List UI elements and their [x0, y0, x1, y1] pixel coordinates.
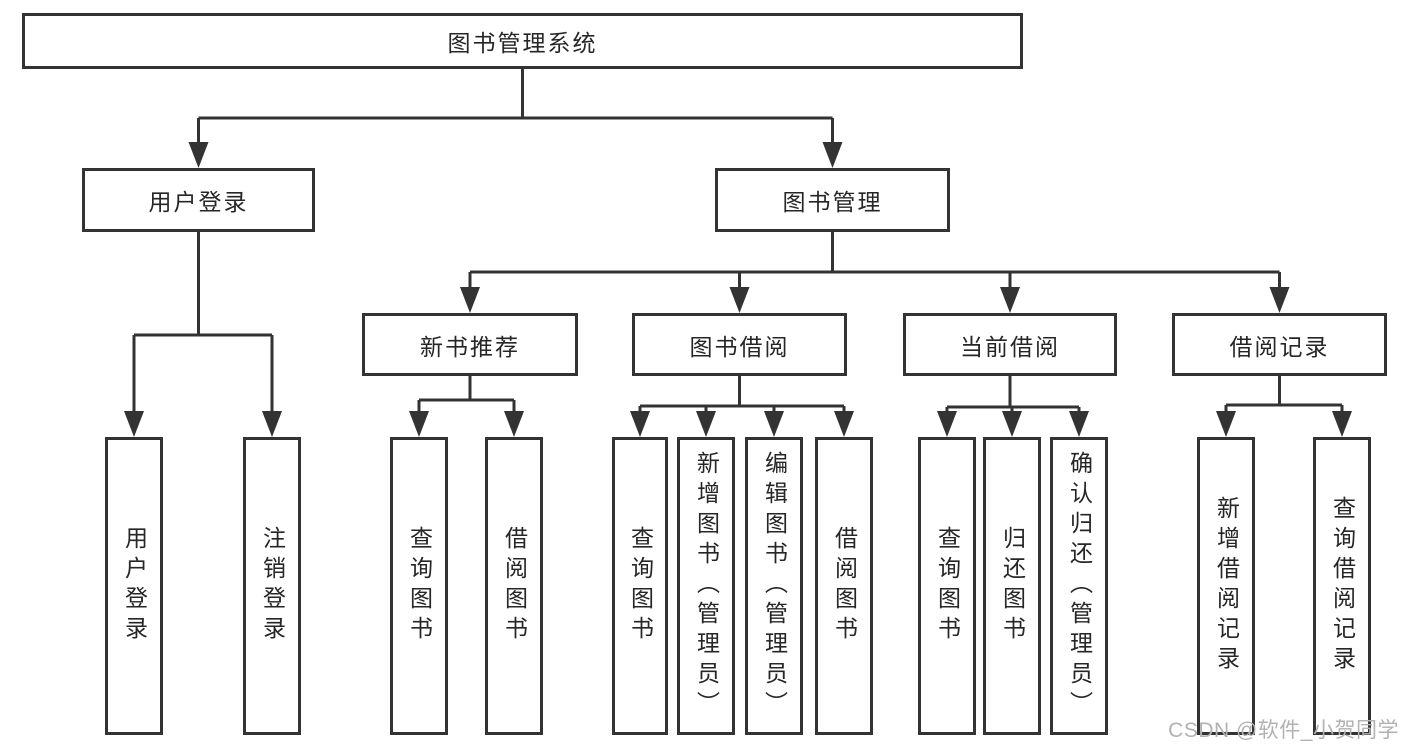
connector-current-borrow	[945, 376, 1081, 417]
box-leaf-user-login: 用户登录	[105, 437, 163, 735]
arrowhead-to-leaf-nb-borrow	[504, 411, 524, 437]
box-leaf-cb-return: 归还图书	[983, 437, 1041, 735]
box-borrow-record: 借阅记录	[1172, 313, 1387, 376]
arrowhead-to-leaf-cb-return	[1002, 411, 1022, 437]
connector-borrow-record	[1224, 376, 1344, 417]
box-book-mgmt: 图书管理	[715, 168, 950, 232]
arrowhead-to-leaf-cb-confirm	[1069, 411, 1089, 437]
connector-root	[197, 69, 834, 148]
box-leaf-logout: 注销登录	[243, 437, 301, 735]
box-root: 图书管理系统	[22, 13, 1023, 69]
box-leaf-bb-borrow: 借阅图书	[815, 437, 873, 735]
box-leaf-cb-confirm: 确认归还（管理员）	[1050, 437, 1108, 735]
box-user-login: 用户登录	[82, 168, 315, 232]
arrowhead-to-book-borrow	[729, 287, 750, 313]
arrowhead-to-current-borrow	[1000, 287, 1020, 313]
box-leaf-bb-query: 查询图书	[612, 437, 668, 735]
arrowhead-to-leaf-cb-query	[937, 411, 957, 437]
arrowhead-to-leaf-br-add	[1216, 411, 1236, 437]
arrowhead-to-leaf-br-query	[1332, 411, 1352, 437]
box-leaf-br-add: 新增借阅记录	[1197, 437, 1255, 735]
box-leaf-cb-query: 查询图书	[918, 437, 976, 735]
arrowhead-to-leaf-bb-add	[696, 411, 716, 437]
arrowhead-to-leaf-bb-query	[630, 411, 650, 437]
arrowhead-to-leaf-bb-edit	[764, 411, 784, 437]
arrowhead-to-user-login	[188, 142, 209, 168]
connector-book-mgmt	[468, 232, 1281, 293]
box-current-borrow: 当前借阅	[903, 313, 1117, 376]
connector-user-login	[132, 232, 274, 417]
box-leaf-bb-edit: 编辑图书（管理员）	[745, 437, 803, 735]
arrowhead-to-borrow-record	[1269, 287, 1290, 313]
arrowhead-to-leaf-user-login	[124, 411, 144, 437]
box-leaf-br-query: 查询借阅记录	[1313, 437, 1371, 735]
box-leaf-bb-add: 新增图书（管理员）	[677, 437, 735, 735]
watermark-text: CSDN @软件_小贺同学	[1168, 719, 1399, 742]
box-leaf-nb-query: 查询图书	[390, 437, 448, 735]
arrowhead-to-book-mgmt	[822, 142, 843, 168]
box-leaf-nb-borrow: 借阅图书	[485, 437, 543, 735]
arrowhead-to-new-book	[460, 287, 480, 313]
box-book-borrow: 图书借阅	[632, 313, 847, 376]
box-new-book: 新书推荐	[362, 313, 578, 376]
arrowhead-to-leaf-nb-query	[409, 411, 429, 437]
arrowhead-to-leaf-logout	[262, 411, 282, 437]
connector-new-book	[417, 376, 516, 417]
arrowhead-to-leaf-bb-borrow	[834, 411, 854, 437]
connector-book-borrow	[638, 376, 846, 417]
